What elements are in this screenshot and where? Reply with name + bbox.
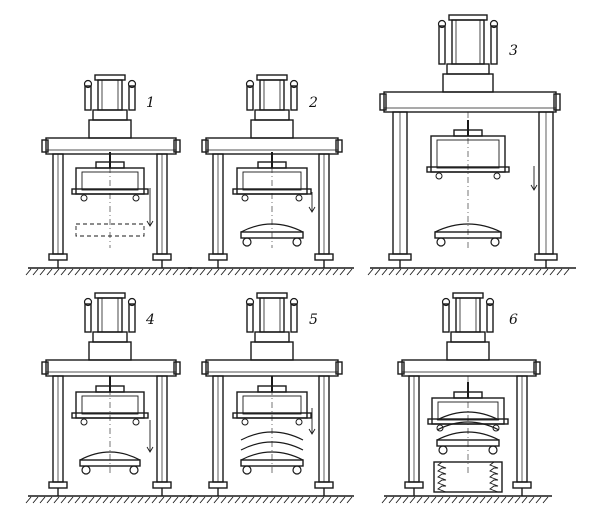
panel-label-3: 3 (509, 43, 518, 59)
press-panel-3 (367, 14, 576, 276)
panel-label-5: 5 (309, 312, 318, 328)
press-panel-4 (25, 292, 192, 504)
panel-label-1: 1 (146, 95, 155, 111)
press-panel-6 (381, 292, 552, 504)
panel-label-4: 4 (146, 312, 155, 328)
panel-label-6: 6 (509, 312, 518, 328)
press-panel-5 (185, 292, 354, 504)
press-panel-1 (25, 74, 192, 276)
press-panel-2 (185, 74, 354, 276)
panel-label-2: 2 (309, 95, 318, 111)
